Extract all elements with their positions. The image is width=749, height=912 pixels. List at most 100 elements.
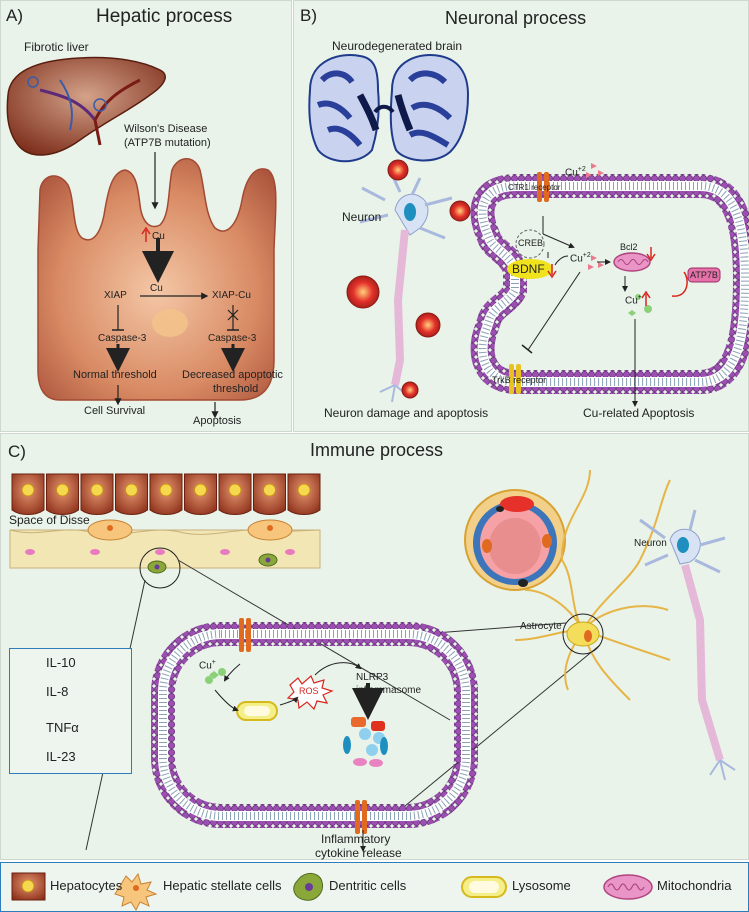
legend-hepatocyte-icon bbox=[11, 872, 46, 901]
immune-membrane bbox=[151, 622, 478, 828]
cytokine-release-line1: Inflammatory bbox=[321, 832, 391, 846]
dendritic-cells bbox=[147, 553, 278, 574]
red-down-arrow-icons bbox=[547, 247, 656, 306]
cytokine-legend-box bbox=[9, 648, 132, 774]
legend-lysosome-icon bbox=[461, 876, 507, 898]
cytokine-cluster bbox=[343, 717, 388, 767]
immune-cu-particles bbox=[205, 668, 226, 684]
copper-ion-cluster bbox=[586, 163, 604, 270]
trkb-receptor-icon bbox=[509, 364, 521, 394]
panel-b-title: Neuronal process bbox=[445, 8, 587, 28]
hepatic-stellate-cells bbox=[87, 519, 293, 541]
zoom-circle-right bbox=[562, 613, 604, 655]
legend-lysosome-label: Lysosome bbox=[512, 878, 571, 893]
fibrotic-liver-label: Fibrotic liver bbox=[24, 40, 89, 54]
cu-related-apoptosis-label: Cu-related Apoptosis bbox=[583, 406, 695, 420]
bdnf-label: BDNF bbox=[512, 262, 545, 276]
panel-c-title: Immune process bbox=[310, 440, 444, 460]
wilson-label-line2: (ATP7B mutation) bbox=[124, 137, 211, 149]
bcl2-label: Bcl2 bbox=[620, 242, 638, 252]
neuron-icon bbox=[359, 169, 453, 403]
legend-hepatocytes-label: Hepatocytes bbox=[50, 878, 123, 893]
cu-label-mid: Cu bbox=[150, 283, 163, 294]
fibrotic-liver-icon bbox=[6, 56, 166, 156]
bdnf-blob bbox=[507, 259, 553, 279]
decreased-threshold-line1: Decreased apoptotic bbox=[182, 369, 283, 381]
trkb-receptor-label: TrkB receptor bbox=[492, 375, 547, 385]
caspase-left-label: Caspase-3 bbox=[98, 333, 147, 344]
astrocyte-nucleus bbox=[584, 630, 592, 642]
panel-b-arrows bbox=[521, 216, 638, 407]
cytokine-legend-il10: IL-10 bbox=[46, 655, 76, 670]
hepatocyte-nucleus bbox=[159, 483, 173, 497]
hepatocyte-nucleus bbox=[125, 483, 138, 497]
nlrp3-line2: inflammasome bbox=[356, 685, 422, 696]
cytokine-release-line2: cytokine release bbox=[315, 846, 402, 860]
membrane-channel-bottom-icon bbox=[355, 800, 367, 834]
caspase-right-label: Caspase-3 bbox=[208, 333, 257, 344]
panel-b-letter: B) bbox=[300, 6, 317, 25]
astrocyte-label: Astrocyte bbox=[520, 621, 562, 632]
copper-green-particles bbox=[628, 294, 652, 316]
hepatocyte-nucleus bbox=[297, 483, 311, 497]
panel-c-letter: C) bbox=[8, 442, 26, 461]
cu2-top-label: Cu+2 bbox=[565, 166, 586, 179]
cytokine-legend-tnfa: TNFα bbox=[46, 720, 79, 735]
cu-plus-label: Cu+ bbox=[625, 294, 642, 307]
neuron-damage-label: Neuron damage and apoptosis bbox=[324, 406, 489, 420]
hepatocyte-nucleus bbox=[263, 483, 276, 497]
atp7b-transporter-icon bbox=[687, 267, 721, 283]
hepatocyte-cell bbox=[37, 158, 277, 401]
legend-mitochondria-icon bbox=[603, 874, 653, 900]
space-of-disse-label: Space of Disse bbox=[9, 513, 90, 527]
atp7b-label: ATP7B bbox=[690, 270, 718, 280]
cytokine-legend-il8: IL-8 bbox=[46, 684, 69, 699]
legend-dendritic-label: Dentritic cells bbox=[329, 878, 407, 893]
panel-a-arrows bbox=[106, 152, 245, 419]
hepatocyte-nucleus bbox=[90, 483, 104, 497]
neurodegenerated-brain-icon bbox=[308, 54, 470, 163]
creb-circle bbox=[515, 229, 545, 259]
hepatocyte-nucleus bbox=[228, 483, 242, 497]
legend-mitochondria-label: Mitochondria bbox=[657, 878, 732, 893]
brain-label: Neurodegenerated brain bbox=[332, 39, 463, 53]
ctr1-receptor-label: CTR1 receptor bbox=[508, 183, 561, 192]
cu2-mid-label: Cu+2 bbox=[570, 252, 591, 265]
lysosome-icon bbox=[236, 701, 278, 721]
xiap-cu-label: XIAP-Cu bbox=[212, 290, 251, 301]
apoptosis-label: Apoptosis bbox=[193, 415, 242, 427]
cu-label-top: Cu bbox=[152, 231, 165, 242]
legend-stellate-label: Hepatic stellate cells bbox=[163, 878, 282, 893]
neuron-label: Neuron bbox=[342, 210, 382, 224]
membrane-receptor-top-icon bbox=[239, 618, 251, 652]
astrocyte-body bbox=[566, 621, 600, 647]
ctr1-receptor-icon bbox=[537, 172, 549, 202]
zoom-circle-left bbox=[139, 547, 181, 589]
creb-label: CREB bbox=[518, 238, 544, 248]
decreased-threshold-line2: threshold bbox=[213, 383, 259, 395]
wilson-label-line1: Wilson's Disease bbox=[124, 123, 208, 135]
xiap-label: XIAP bbox=[104, 290, 127, 301]
blood-vessel-icon bbox=[464, 489, 566, 591]
mitochondria-icon bbox=[613, 252, 651, 272]
immune-neuron-label: Neuron bbox=[634, 538, 667, 549]
hepatocyte-nucleus bbox=[194, 483, 207, 497]
ros-label: ROS bbox=[299, 686, 319, 696]
atp7b-efflux-arrow bbox=[671, 271, 688, 297]
neuronal-membrane bbox=[470, 174, 749, 394]
panel-a-title: Hepatic process bbox=[96, 6, 233, 27]
hepatocyte-row bbox=[11, 473, 321, 515]
cytokine-legend-il23: IL-23 bbox=[46, 749, 76, 764]
astrocyte-icon bbox=[514, 469, 671, 701]
hepatocyte-nucleus bbox=[56, 483, 69, 497]
cu-increase-arrow-icon bbox=[141, 226, 151, 242]
legend-dendritic-icon bbox=[293, 873, 324, 901]
nlrp3-line1: NLRP3 bbox=[356, 672, 389, 683]
legend-stellate-icon bbox=[114, 872, 158, 912]
panel-c-arrows bbox=[214, 662, 384, 852]
normal-threshold-label: Normal threshold bbox=[73, 369, 157, 381]
immune-neuron-icon bbox=[639, 509, 736, 781]
immune-cu-label: Cu+ bbox=[199, 659, 216, 672]
cell-survival-label: Cell Survival bbox=[84, 405, 146, 417]
